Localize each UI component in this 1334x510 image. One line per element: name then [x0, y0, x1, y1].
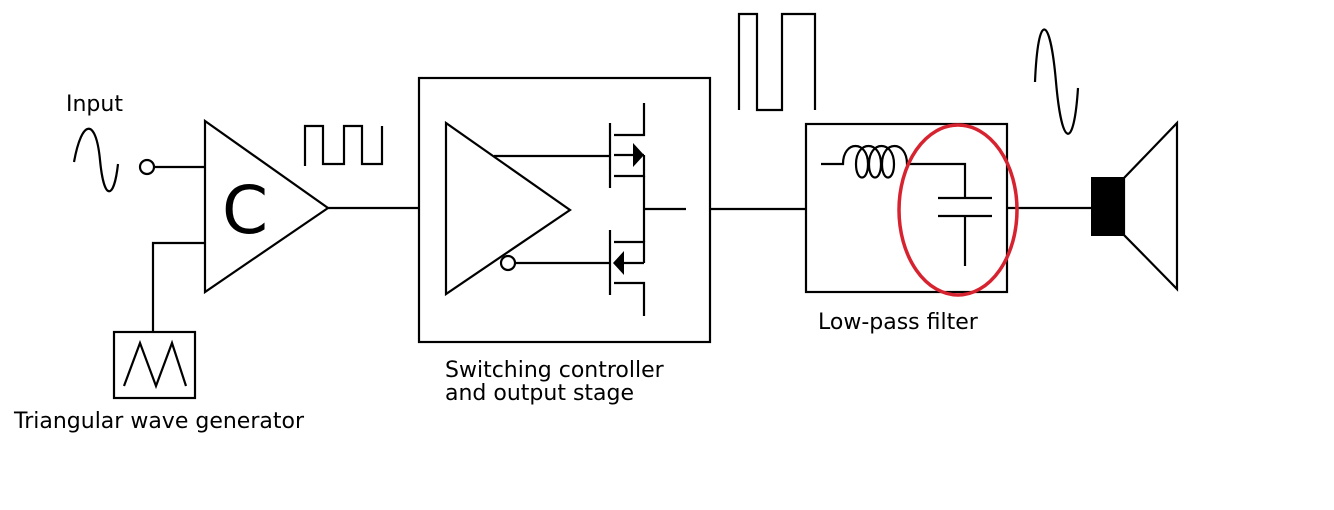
lower-mosfet-source	[614, 281, 646, 316]
low-pass-filter-box	[804, 122, 1009, 294]
speaker-magnet	[1091, 177, 1124, 236]
triangle-wave-generator-box	[112, 330, 197, 400]
comparator-triangle	[203, 118, 330, 295]
input-label: Input	[66, 92, 123, 117]
switching-controller-label-line1: Switching controller	[445, 358, 665, 383]
inverter-bubble	[499, 254, 517, 272]
capacitor-highlight-ellipse	[897, 123, 1019, 297]
driver-triangle	[444, 120, 572, 297]
amplified-square-wave-icon	[737, 12, 817, 112]
input-sine-wave-icon	[72, 127, 120, 193]
triangle-generator-wire	[151, 241, 205, 332]
switching-controller-label-line2: and output stage	[445, 381, 634, 406]
upper-mosfet-channel	[614, 103, 646, 137]
output-sine-wave-icon	[1033, 28, 1080, 135]
inductor-icon	[821, 145, 967, 198]
triangle-wave-icon	[122, 339, 188, 390]
triangular-wave-generator-label: Triangular wave generator	[13, 409, 305, 434]
upper-mosfet-arrow-icon	[633, 143, 644, 167]
pwm-square-wave-icon	[303, 124, 384, 166]
lower-mosfet-arrow-icon	[613, 251, 624, 275]
input-terminal	[138, 158, 156, 176]
speaker-cone	[1122, 120, 1179, 292]
comparator-label: C	[222, 172, 268, 249]
low-pass-filter-label: Low-pass filter	[818, 310, 979, 335]
